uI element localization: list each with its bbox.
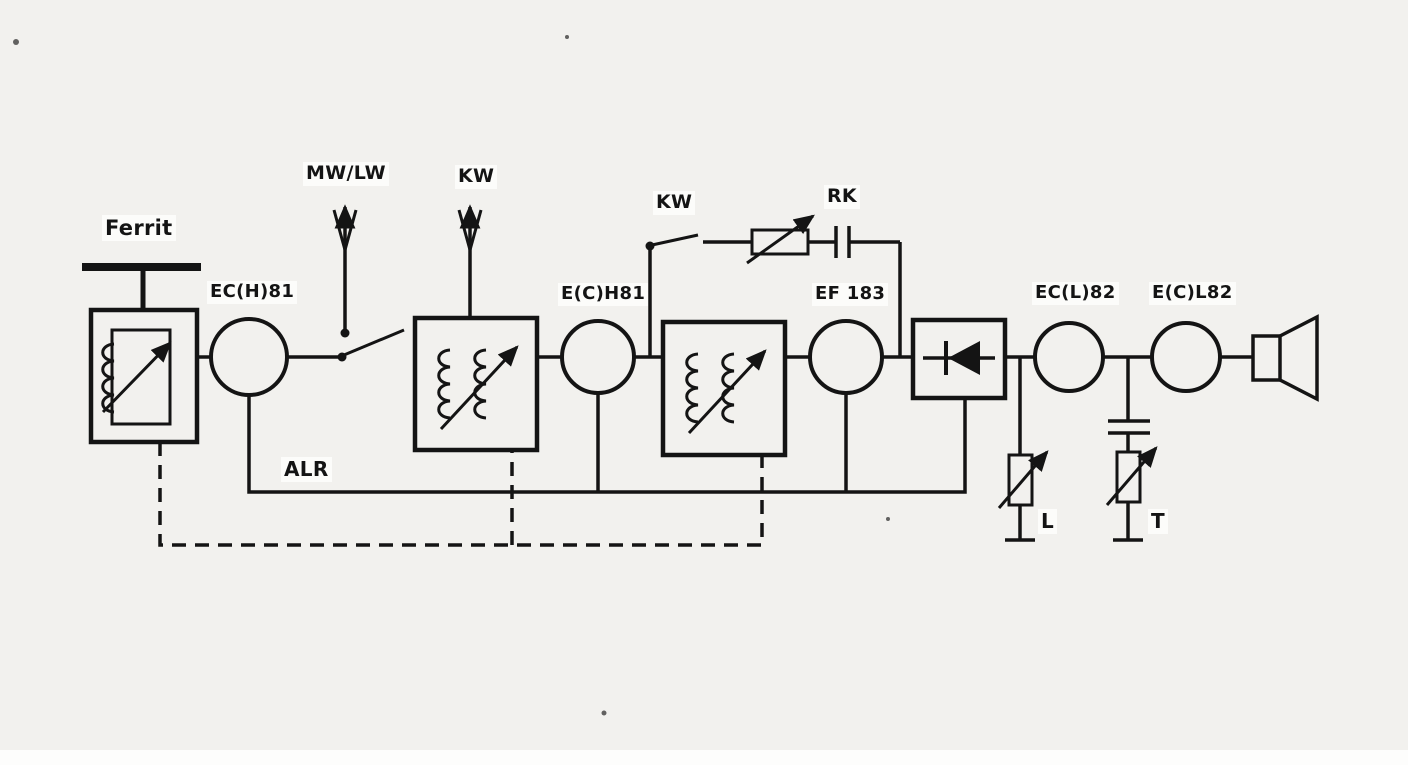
coil-primary: [437, 348, 451, 420]
rk-variable-resistor: [750, 228, 810, 256]
label-tube-ef183: EF 183: [812, 283, 889, 306]
antenna-mw-lw: [332, 204, 358, 333]
tube-stage-2-circle: [560, 319, 636, 395]
tuning-arrow: [101, 341, 172, 414]
coil-secondary: [473, 348, 487, 420]
kw-switch-arm: [651, 233, 699, 247]
tube-stage-4-circle: [1033, 321, 1105, 393]
antenna-kw: [457, 204, 483, 318]
rk-adjust-arrow: [746, 214, 815, 265]
label-switch-kw: KW: [653, 191, 696, 215]
label-tube-e-c-l82: E(C)L82: [1149, 282, 1236, 305]
label-antenna-mwlw: MW/LW: [303, 162, 389, 186]
pot-adjust-arrow: [1105, 446, 1158, 506]
label-ferrite: Ferrit: [102, 215, 176, 242]
label-alr-agc: ALR: [281, 457, 332, 482]
label-tone-pot: T: [1148, 509, 1168, 534]
tube-stage-1-circle: [209, 317, 289, 397]
tube-stage-5-circle: [1150, 321, 1222, 393]
speaker: [1251, 314, 1319, 402]
volume-pot: [997, 357, 1049, 542]
pot-adjust-arrow: [997, 450, 1049, 509]
label-resistor-rk: RK: [824, 185, 860, 209]
ferrite-antenna: [82, 263, 201, 445]
coil-secondary: [721, 352, 735, 424]
kw-feedback-path: [645, 214, 902, 357]
tube-stage-3-circle: [808, 319, 884, 395]
band-switch: [337, 328, 405, 362]
tuning-gang-dashed-line: [158, 442, 764, 547]
label-antenna-kw: KW: [455, 165, 498, 189]
switch-arm: [343, 328, 405, 357]
label-volume-pot: L: [1038, 509, 1058, 534]
label-tube-ecl82: EC(L)82: [1032, 282, 1119, 305]
tuning-arrow: [439, 345, 519, 431]
tuned-circuit-2: [660, 319, 788, 458]
label-tube-ech81: EC(H)81: [207, 281, 298, 304]
alr-agc-line: [247, 393, 967, 494]
tuning-arrow: [687, 349, 767, 435]
scan-specks: [13, 35, 890, 716]
scan-edge: [0, 750, 1408, 765]
speaker-horn: [1279, 314, 1319, 402]
diode-triangle: [948, 341, 980, 375]
tone-pot: [1105, 357, 1158, 542]
label-tube-e-c-h81: E(C)H81: [558, 283, 649, 306]
tuned-circuit-1: [412, 315, 540, 453]
ferrite-coil: [101, 342, 115, 414]
detector-diode-block: [910, 317, 1008, 401]
coil-primary: [685, 352, 699, 424]
